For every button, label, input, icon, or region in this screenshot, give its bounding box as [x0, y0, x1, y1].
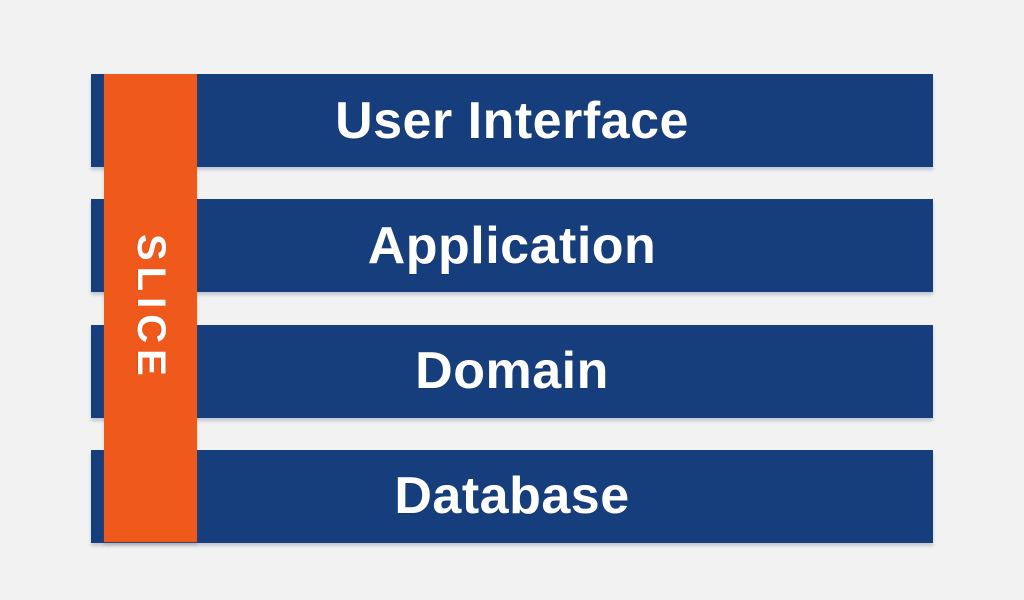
layer-label-user-interface: User Interface: [335, 91, 689, 150]
layer-stack: User Interface Application Domain Databa…: [91, 74, 933, 543]
slice-label: SLICE: [129, 234, 173, 382]
layer-bar-database: Database: [91, 449, 933, 543]
layer-label-application: Application: [367, 216, 657, 275]
layer-label-database: Database: [394, 467, 630, 526]
layer-bar-application: Application: [91, 199, 933, 293]
slice-vertical-bar: SLICE: [104, 74, 197, 542]
layer-bar-domain: Domain: [91, 324, 933, 418]
layer-label-domain: Domain: [415, 342, 609, 401]
layer-bar-user-interface: User Interface: [91, 74, 933, 167]
